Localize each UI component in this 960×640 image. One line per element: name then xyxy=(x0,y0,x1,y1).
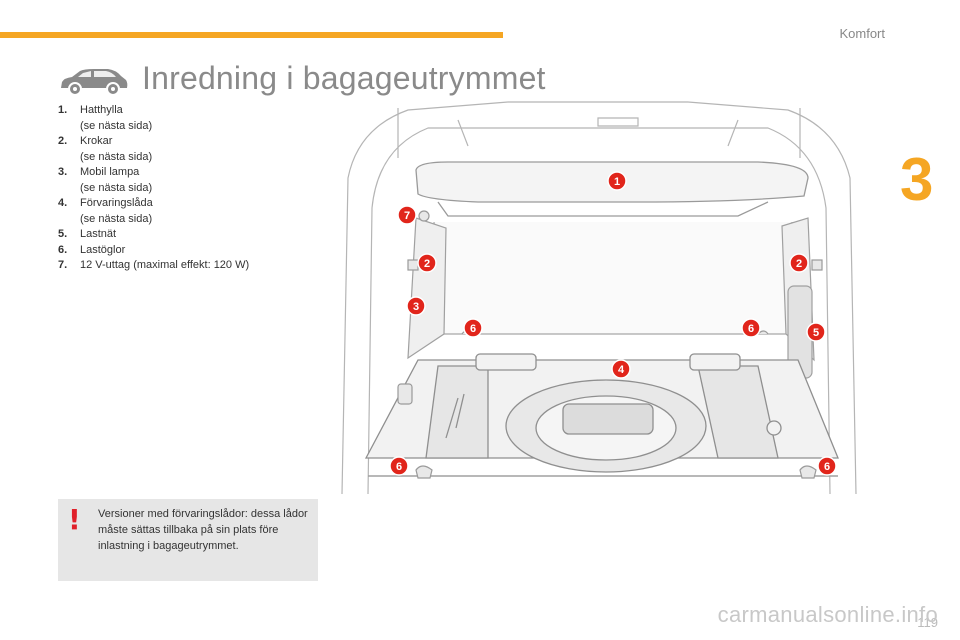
callout-5: 5 xyxy=(807,323,825,341)
page-title: Inredning i bagageutrymmet xyxy=(142,60,546,97)
callout-5-number: 5 xyxy=(813,327,819,339)
callout-6-back-left-number: 6 xyxy=(470,323,476,335)
legend-number: 6. xyxy=(58,243,67,259)
callout-6-front-right: 6 xyxy=(818,457,836,475)
legend-item: 1. Hatthylla (se nästa sida) xyxy=(58,103,358,134)
callout-2-right-number: 2 xyxy=(796,258,802,270)
callout-1-number: 1 xyxy=(614,176,620,188)
legend-sub: (se nästa sida) xyxy=(80,212,358,228)
legend-number: 1. xyxy=(58,103,67,119)
legend-label: Hatthylla xyxy=(80,104,123,116)
legend-sub: (se nästa sida) xyxy=(80,119,358,135)
callout-3-number: 3 xyxy=(413,301,419,313)
car-icon xyxy=(58,66,130,98)
legend-item: 3. Mobil lampa (se nästa sida) xyxy=(58,165,358,196)
trunk-illustration: 1 2 2 3 4 5 6 6 6 6 7 xyxy=(338,98,860,496)
callout-7: 7 xyxy=(398,206,416,224)
legend-number: 2. xyxy=(58,134,67,150)
chapter-label: Komfort xyxy=(839,26,885,41)
callout-4: 4 xyxy=(612,360,630,378)
callout-6-front-left-number: 6 xyxy=(396,461,402,473)
chapter-number: 3 xyxy=(900,150,933,210)
legend-label: Krokar xyxy=(80,135,112,147)
legend-item: 7. 12 V-uttag (maximal effekt: 120 W) xyxy=(58,258,358,274)
legend-label: Mobil lampa xyxy=(80,166,139,178)
callout-4-number: 4 xyxy=(618,364,625,376)
legend-label: 12 V-uttag (maximal effekt: 120 W) xyxy=(80,259,249,271)
callout-6-front-right-number: 6 xyxy=(824,461,830,473)
exclamation-icon: ! xyxy=(68,503,81,536)
callout-6-back-right: 6 xyxy=(742,319,760,337)
callout-2-left: 2 xyxy=(418,254,436,272)
callout-6-back-right-number: 6 xyxy=(748,323,754,335)
legend-label: Lastnät xyxy=(80,228,116,240)
warning-box: ! Versioner med förvaringslådor: dessa l… xyxy=(58,499,318,581)
legend-item: 6. Lastöglor xyxy=(58,243,358,259)
legend-item: 5. Lastnät xyxy=(58,227,358,243)
chapter-color-bar xyxy=(0,32,503,38)
legend-label: Lastöglor xyxy=(80,244,125,256)
callout-3: 3 xyxy=(407,297,425,315)
legend-number: 7. xyxy=(58,258,67,274)
legend-number: 3. xyxy=(58,165,67,181)
legend-sub: (se nästa sida) xyxy=(80,181,358,197)
legend-number: 5. xyxy=(58,227,67,243)
callout-1: 1 xyxy=(608,172,626,190)
warning-text: Versioner med förvaringslådor: dessa låd… xyxy=(98,506,310,554)
legend-item: 2. Krokar (se nästa sida) xyxy=(58,134,358,165)
callout-2-right: 2 xyxy=(790,254,808,272)
callout-2-left-number: 2 xyxy=(424,258,430,270)
legend-list: 1.Hatthylla(se nästa sida) 2.Krokar(se n… xyxy=(58,103,358,274)
legend-item: 4. Förvaringslåda (se nästa sida) xyxy=(58,196,358,227)
legend-number: 4. xyxy=(58,196,67,212)
callout-6-back-left: 6 xyxy=(464,319,482,337)
callout-7-number: 7 xyxy=(404,210,410,222)
watermark: carmanualsonline.info xyxy=(718,602,938,628)
callout-6-front-left: 6 xyxy=(390,457,408,475)
legend-label: Förvaringslåda xyxy=(80,197,153,209)
legend-sub: (se nästa sida) xyxy=(80,150,358,166)
